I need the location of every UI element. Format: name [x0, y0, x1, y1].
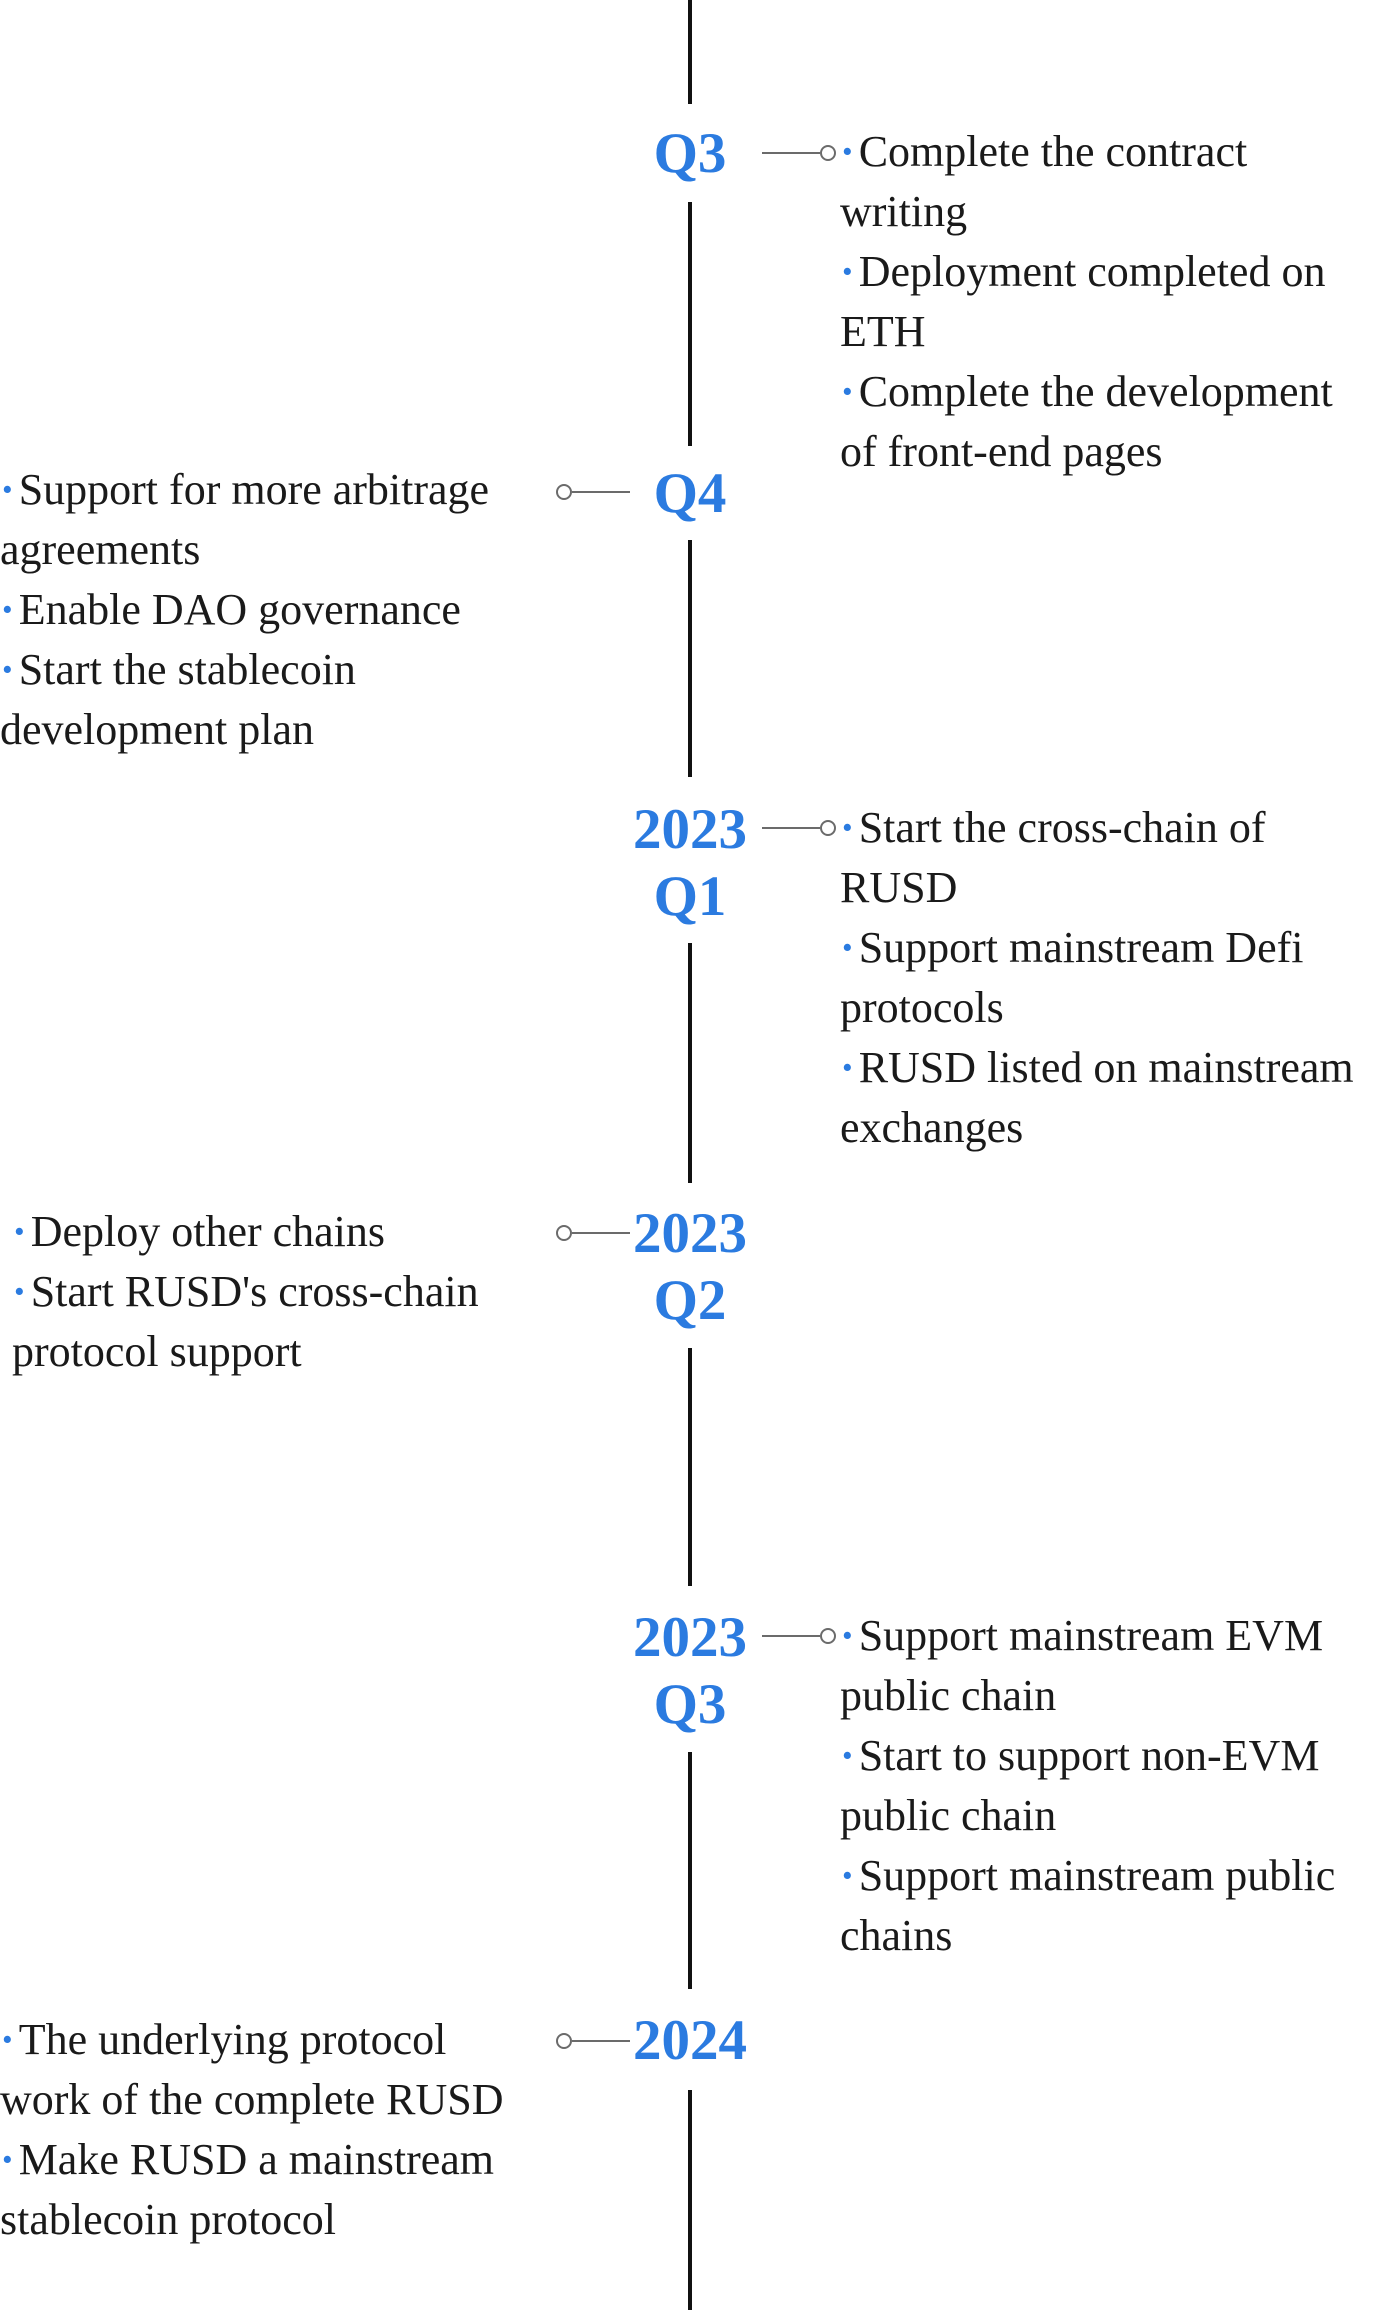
bullet-dot-icon: · [12, 1207, 27, 1256]
timeline-axis-segment [688, 202, 692, 446]
list-item: ·Deploy other chains [12, 1207, 386, 1256]
bullet-dot-icon: · [0, 2135, 15, 2184]
bullet-dot-icon: · [0, 465, 15, 514]
bullet-dot-icon: · [840, 1851, 855, 1900]
list-item: ·Support mainstream EVM public chain [840, 1611, 1324, 1720]
timeline-axis-segment [688, 943, 692, 1183]
connector [762, 1628, 836, 1644]
milestone-label-2023-q3: 2023 Q3 [633, 1606, 747, 1736]
milestone-label-q4: Q4 [653, 462, 727, 525]
connector-line [762, 827, 820, 829]
list-item: ·Start to support non-EVM public chain [840, 1731, 1320, 1840]
bullet-dot-icon: · [840, 803, 855, 852]
milestone-items: ·Start the cross-chain of RUSD ·Support … [840, 798, 1380, 1158]
connector-circle-icon [820, 820, 836, 836]
connector-circle-icon [556, 484, 572, 500]
list-item: ·The underlying protocol work of the com… [0, 2015, 504, 2124]
milestone-items: ·The underlying protocol work of the com… [0, 2010, 545, 2250]
connector-circle-icon [556, 2033, 572, 2049]
milestone-items: ·Deploy other chains ·Start RUSD's cross… [12, 1202, 532, 1382]
timeline-axis-segment [688, 540, 692, 777]
bullet-dot-icon: · [12, 1267, 27, 1316]
connector [762, 145, 836, 161]
list-item: ·Enable DAO governance [0, 585, 461, 634]
connector-line [572, 2040, 630, 2042]
list-item: ·Start RUSD's cross-chain protocol suppo… [12, 1267, 479, 1376]
timeline-axis-segment [688, 1752, 692, 1989]
list-item: ·Complete the contract writing [840, 127, 1248, 236]
list-item: ·Complete the development of front-end p… [840, 367, 1333, 476]
connector-line [572, 491, 630, 493]
milestone-items: ·Complete the contract writing ·Deployme… [840, 122, 1380, 482]
milestone-label-2023-q1: 2023 Q1 [633, 798, 747, 928]
bullet-dot-icon: · [0, 2015, 15, 2064]
bullet-dot-icon: · [840, 127, 855, 176]
milestone-label-2023-q2: 2023 Q2 [633, 1202, 747, 1332]
list-item: ·Start the cross-chain of RUSD [840, 803, 1266, 912]
connector-line [762, 1635, 820, 1637]
list-item: ·Support mainstream public chains [840, 1851, 1336, 1960]
list-item: ·Support mainstream Defi protocols [840, 923, 1304, 1032]
connector [762, 820, 836, 836]
connector-line [572, 1232, 630, 1234]
connector-circle-icon [820, 145, 836, 161]
bullet-dot-icon: · [840, 1043, 855, 1092]
connector [556, 1225, 630, 1241]
connector-line [762, 152, 820, 154]
list-item: ·Make RUSD a mainstream stablecoin proto… [0, 2135, 495, 2244]
milestone-label-q3: Q3 [653, 122, 727, 185]
timeline-axis-segment [688, 0, 692, 104]
bullet-dot-icon: · [0, 585, 15, 634]
bullet-dot-icon: · [840, 1611, 855, 1660]
list-item: ·Deployment completed on ETH [840, 247, 1326, 356]
milestone-items: ·Support mainstream EVM public chain ·St… [840, 1606, 1380, 1966]
timeline-axis-segment [688, 1348, 692, 1586]
bullet-dot-icon: · [0, 645, 15, 694]
bullet-dot-icon: · [840, 1731, 855, 1780]
milestone-label-2024: 2024 [633, 2009, 747, 2072]
connector [556, 484, 630, 500]
connector [556, 2033, 630, 2049]
list-item: ·Support for more arbitrage agreements [0, 465, 490, 574]
list-item: ·RUSD listed on mainstream exchanges [840, 1043, 1354, 1152]
bullet-dot-icon: · [840, 923, 855, 972]
timeline-axis-segment [688, 2090, 692, 2310]
connector-circle-icon [820, 1628, 836, 1644]
list-item: ·Start the stablecoin development plan [0, 645, 356, 754]
connector-circle-icon [556, 1225, 572, 1241]
milestone-items: ·Support for more arbitrage agreements ·… [0, 460, 540, 760]
bullet-dot-icon: · [840, 247, 855, 296]
bullet-dot-icon: · [840, 367, 855, 416]
